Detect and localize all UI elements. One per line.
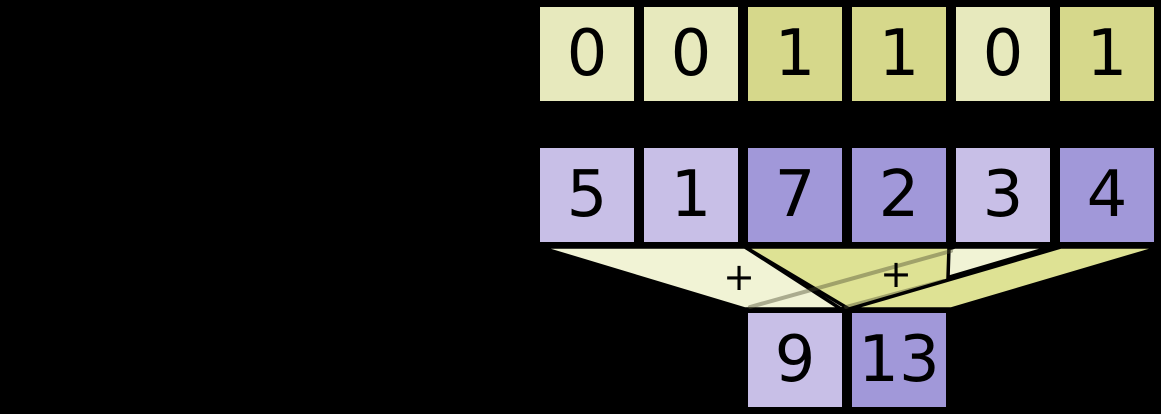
mask-cell: 0 xyxy=(641,4,741,104)
value-cell: 1 xyxy=(641,145,741,245)
value-cell: 2 xyxy=(849,145,949,245)
band-cell6-to-result1 xyxy=(848,245,1161,311)
plus-sign-right: + xyxy=(880,252,912,296)
value-cell: 3 xyxy=(953,145,1053,245)
crossover-line-upper xyxy=(748,249,953,309)
result-cell: 9 xyxy=(745,310,845,410)
mask-cell: 0 xyxy=(537,4,637,104)
value-cell: 5 xyxy=(537,145,637,245)
funnel-right xyxy=(738,245,951,311)
crossover-line-lower xyxy=(844,279,945,309)
mask-cell: 1 xyxy=(1057,4,1157,104)
funnel-left xyxy=(538,245,847,311)
mask-cell: 0 xyxy=(953,4,1053,104)
result-cell: 13 xyxy=(849,310,949,410)
mask-cell: 1 xyxy=(849,4,949,104)
value-cell: 4 xyxy=(1057,145,1157,245)
value-cell: 7 xyxy=(745,145,845,245)
crossover-band-cell5-to-result0 xyxy=(744,245,1052,311)
mask-cell: 1 xyxy=(745,4,845,104)
plus-sign-left: + xyxy=(723,255,755,299)
